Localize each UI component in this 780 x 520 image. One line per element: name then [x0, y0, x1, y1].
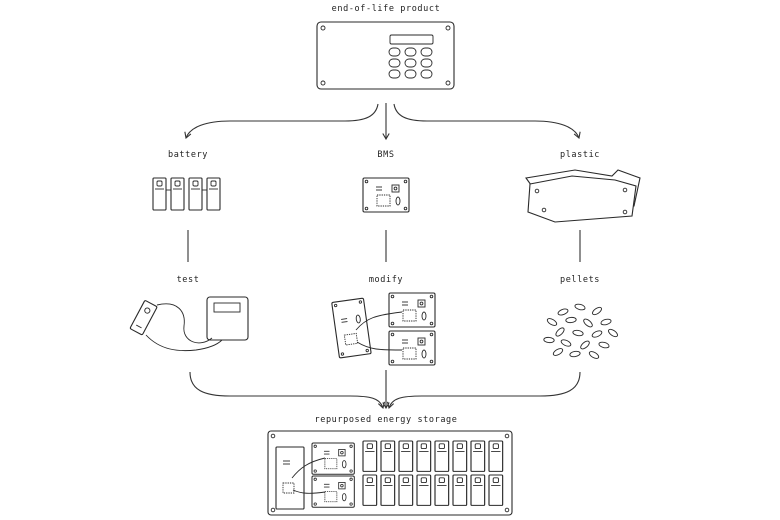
battery-cells-icon	[152, 177, 221, 211]
source-label: end-of-life product	[332, 4, 441, 14]
energy-storage-rack-icon	[267, 430, 513, 516]
edge-source-battery	[184, 103, 379, 140]
circuit-board-icon	[362, 177, 410, 213]
edge-pellets-output	[386, 371, 581, 410]
keypad-device-icon	[316, 21, 455, 90]
edge-source-plastic	[393, 103, 581, 140]
edge-test-output	[189, 371, 386, 410]
plastic-pellets-icon	[543, 302, 620, 361]
pellets-label: pellets	[560, 275, 600, 285]
connectors	[184, 103, 581, 410]
output-label: repurposed energy storage	[315, 415, 458, 425]
bms-label: BMS	[377, 150, 394, 160]
plastic-label: plastic	[560, 150, 600, 160]
battery-tester-icon	[129, 296, 249, 352]
modified-boards-icon	[331, 292, 436, 366]
modify-label: modify	[369, 275, 403, 285]
plastic-sheets-icon	[525, 169, 641, 223]
test-label: test	[177, 275, 200, 285]
battery-label: battery	[168, 150, 208, 160]
